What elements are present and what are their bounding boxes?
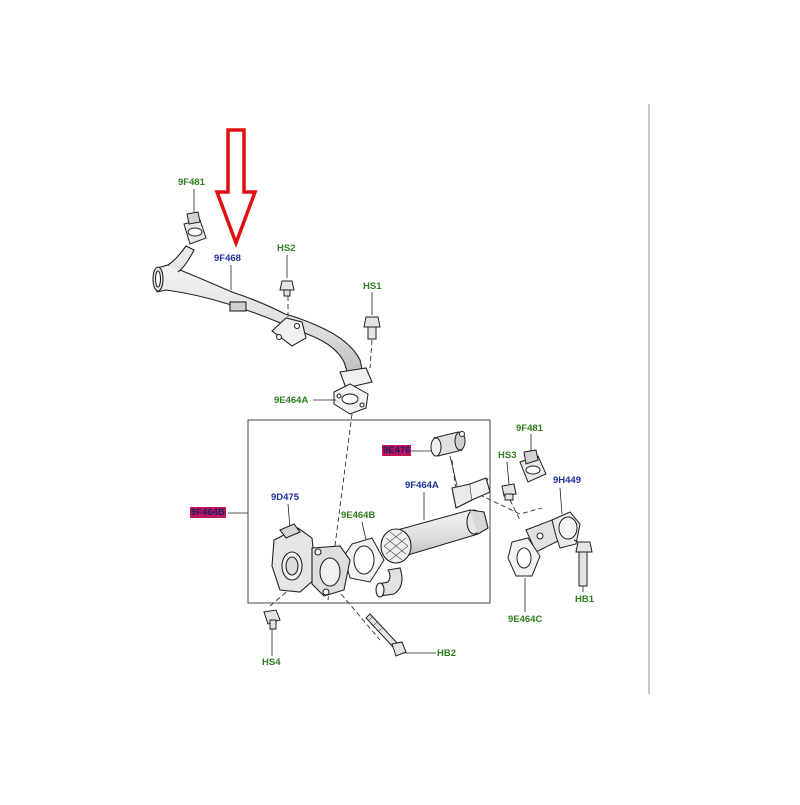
label-hs2: HS2 (277, 243, 296, 254)
label-hs3: HS3 (498, 450, 517, 461)
label-gasket-c: 9E464C (508, 614, 543, 625)
egr-valve (271, 523, 351, 597)
label-clip-top: 9F481 (178, 177, 205, 188)
label-cooler-assembly: 9F464B (190, 507, 226, 518)
page-divider (648, 104, 650, 694)
label-hb2: HB2 (437, 648, 457, 659)
bolt-hs3 (501, 483, 517, 501)
bolt-hb1 (575, 541, 593, 587)
bolt-hb2 (365, 613, 407, 657)
hose-clip-right (519, 449, 547, 483)
assembly-lines (269, 296, 543, 641)
gasket-c (507, 537, 541, 577)
hose-clip-top (183, 211, 207, 245)
bolt-hs1 (363, 316, 381, 340)
label-valve: 9D475 (271, 492, 299, 503)
leader-lines (193, 189, 584, 656)
label-gasket-b: 9E464B (341, 510, 376, 521)
egr-pipe (152, 245, 373, 389)
bolt-hs4 (263, 609, 281, 630)
label-hs4: HS4 (262, 657, 281, 668)
label-bushing: 9E476 (382, 445, 412, 456)
bushing (430, 431, 466, 457)
gasket-b (343, 537, 385, 583)
egr-cooler (375, 477, 491, 598)
label-hs1: HS1 (363, 281, 382, 292)
label-gasket-a: 9E464A (274, 395, 309, 406)
label-elbow: 9H449 (553, 475, 581, 486)
label-cooler-pipe: 9F464A (405, 480, 439, 491)
label-hb1: HB1 (575, 594, 595, 605)
elbow-connector (525, 511, 587, 553)
cooler-assembly-frame (247, 419, 491, 604)
bolt-hs2 (279, 280, 295, 297)
label-pipe: 9F468 (214, 253, 241, 264)
gasket-a (333, 383, 369, 415)
down-arrow-icon (214, 128, 258, 249)
label-clip-right: 9F481 (516, 423, 543, 434)
